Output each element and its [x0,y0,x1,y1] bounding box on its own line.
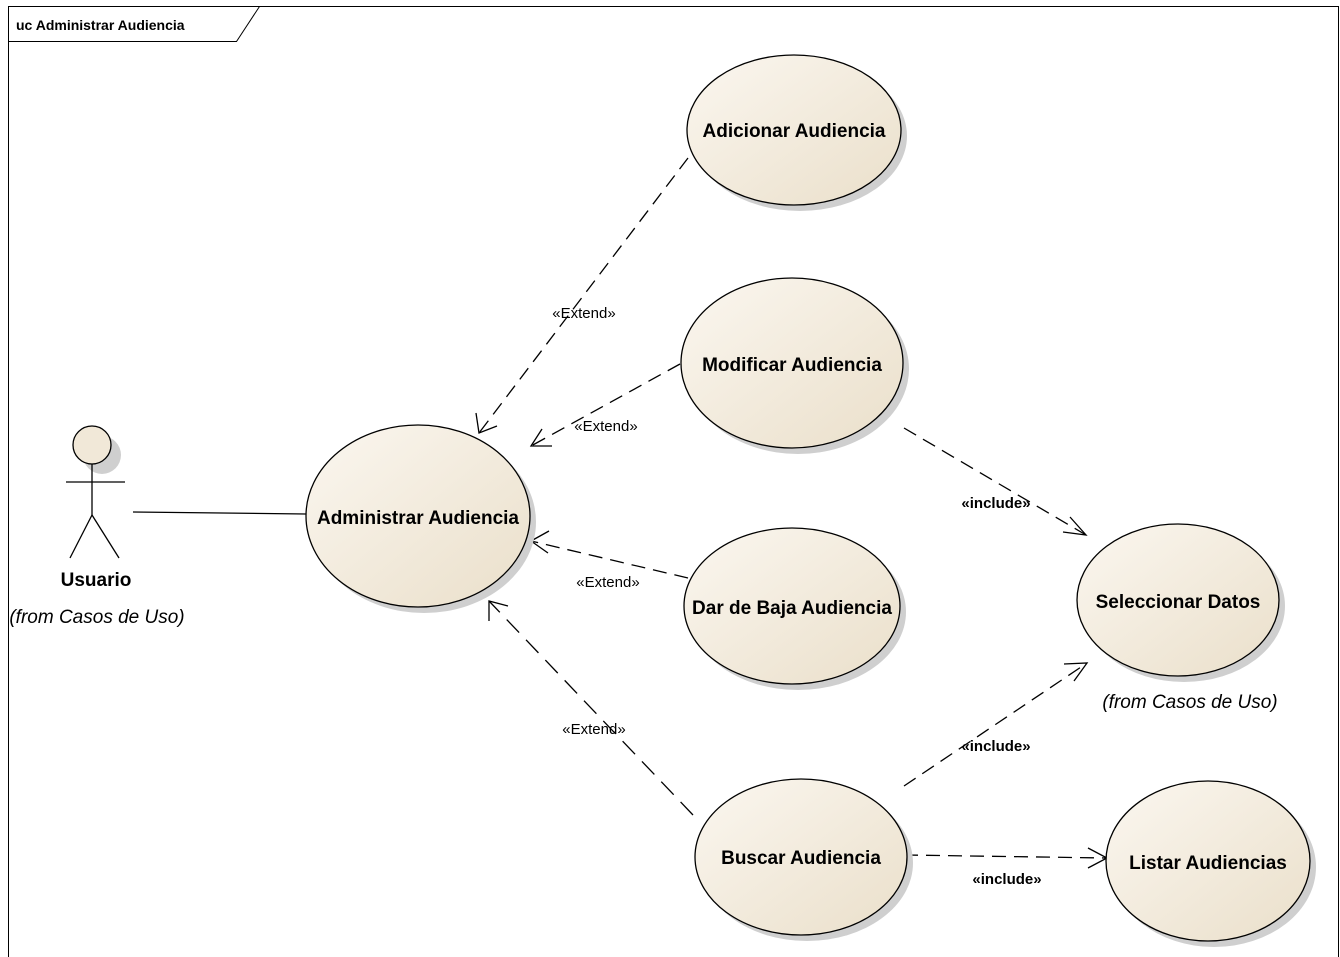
extend-buscar-label: «Extend» [562,721,625,738]
usecase-listar[interactable]: Listar Audiencias [1105,780,1316,947]
extend-modificar-label: «Extend» [574,418,637,435]
usecase-ellipse [1105,780,1311,942]
include-buscar-seleccionar-arrow [1063,662,1089,682]
usecase-ellipse [683,527,901,685]
association-line [132,511,307,515]
extend-buscar-arrow [488,600,509,621]
actor-right-leg [91,514,120,559]
include-buscar-seleccionar-line [903,662,1088,787]
usecase-ellipse [680,277,904,449]
frame-title: uc Administrar Audiencia [16,17,185,33]
usecase-buscar[interactable]: Buscar Audiencia [694,778,913,941]
include-modificar-label: «include» [961,495,1030,512]
extend-buscar-line [488,600,694,816]
extend-adicionar-label: «Extend» [552,305,615,322]
extend-modificar-arrow [529,428,552,447]
extend-adicionar-line [478,157,689,434]
actor-name: Usuario [61,570,132,591]
extend-adicionar-arrow [475,412,498,434]
usecase-modificar-label: Modificar Audiencia [702,355,882,376]
extend-modificar-line [530,363,681,447]
include-modificar-line [903,427,1087,536]
actor-head [72,425,112,465]
usecase-adicionar[interactable]: Adicionar Audiencia [686,54,907,211]
usecase-baja-label: Dar de Baja Audiencia [692,598,892,619]
usecase-baja[interactable]: Dar de Baja Audiencia [683,527,906,690]
usecase-seleccionar[interactable]: Seleccionar Datos [1076,523,1285,682]
actor-left-leg [69,514,93,559]
usecase-ellipse [1076,523,1280,677]
include-buscar-listar-line [903,854,1108,859]
extend-baja-label: «Extend» [576,574,639,591]
include-modificar-arrow [1062,516,1088,536]
usecase-buscar-label: Buscar Audiencia [721,848,881,869]
usecase-modificar[interactable]: Modificar Audiencia [680,277,909,454]
usecase-listar-label: Listar Audiencias [1129,853,1287,874]
usecase-administrar-label: Administrar Audiencia [317,508,519,529]
usecase-administrar[interactable]: Administrar Audiencia [305,424,536,613]
usecase-adicionar-label: Adicionar Audiencia [703,121,886,142]
usecase-seleccionar-label: Seleccionar Datos [1096,592,1261,613]
extend-baja-line [530,540,689,579]
usecase-ellipse [305,424,531,608]
diagram-frame [8,6,1339,957]
usecase-ellipse [686,54,902,206]
frame-title-tab [8,6,260,42]
actor-from-note: (from Casos de Uso) [9,607,184,628]
usecase-ellipse [694,778,908,936]
seleccionar-from-note: (from Casos de Uso) [1102,692,1277,713]
include-buscar-listar-label: «include» [972,871,1041,888]
include-buscar-seleccionar-label: «include» [961,738,1030,755]
actor-usuario[interactable] [66,425,125,559]
